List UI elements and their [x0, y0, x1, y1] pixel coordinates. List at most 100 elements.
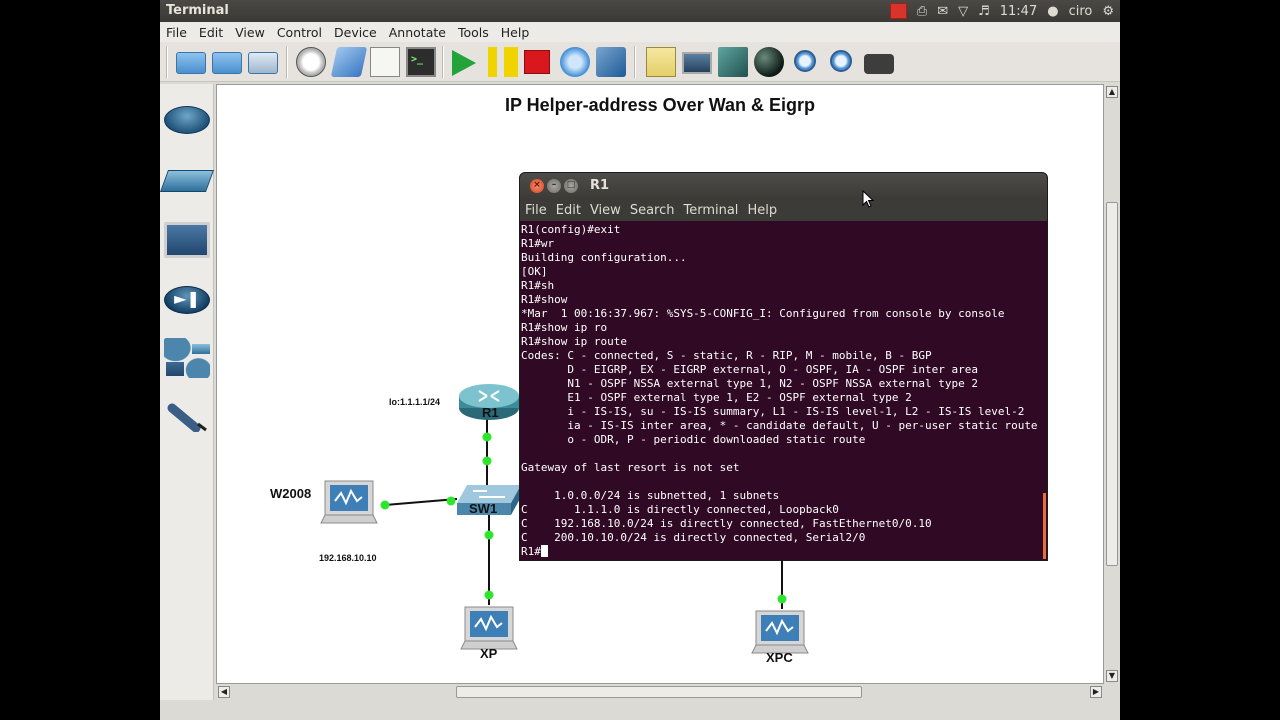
- close-icon[interactable]: ×: [530, 179, 544, 193]
- terminal-menu-edit[interactable]: Edit: [555, 202, 581, 218]
- gear-icon[interactable]: ⚙: [1102, 3, 1114, 19]
- scroll-right-icon[interactable]: ▶: [1090, 686, 1102, 698]
- suspend-all-icon[interactable]: [488, 47, 518, 77]
- terminal-line: Gateway of last resort is not set: [521, 461, 740, 474]
- menu-tools[interactable]: Tools: [457, 24, 489, 40]
- terminal-line: C 200.10.10.0/24 is directly connected, …: [521, 531, 866, 544]
- maximize-icon[interactable]: □: [564, 179, 578, 193]
- link-endpoint-dot: [446, 496, 456, 506]
- console-all-icon[interactable]: >_: [406, 47, 436, 77]
- toolbar-separator: [166, 46, 168, 78]
- add-link-icon[interactable]: [164, 402, 210, 433]
- app-title: Terminal: [166, 3, 229, 18]
- link-w2008-sw1: [384, 498, 458, 506]
- terminal-title: R1: [590, 178, 610, 193]
- volume-icon[interactable]: ♬: [978, 3, 990, 19]
- insert-picture-icon[interactable]: [682, 52, 712, 74]
- toolbar-separator: [634, 46, 636, 78]
- link-endpoint-dot: [484, 530, 494, 540]
- vertical-scrollbar[interactable]: ▲ ▼: [1104, 84, 1120, 684]
- diagram-title[interactable]: IP Helper-address Over Wan & Eigrp: [504, 95, 816, 115]
- zoom-out-icon[interactable]: [830, 50, 852, 72]
- terminal-prompt-line[interactable]: R1#: [521, 545, 1041, 559]
- cable-icon: [167, 403, 207, 433]
- xpc-label: XPC: [766, 650, 793, 665]
- terminal-menu-help[interactable]: Help: [747, 202, 778, 218]
- pc-w2008-icon[interactable]: [319, 479, 381, 533]
- terminal-line: N1 - OSPF NSSA external type 1, N2 - OSP…: [521, 377, 978, 390]
- terminal-menu-search[interactable]: Search: [629, 202, 675, 218]
- terminal-line: Building configuration...: [521, 251, 687, 264]
- draw-rectangle-icon[interactable]: [718, 47, 748, 77]
- terminal-line: Codes: C - connected, S - static, R - RI…: [521, 349, 932, 362]
- terminal-line: C 1.1.1.0 is directly connected, Loopbac…: [521, 503, 839, 516]
- menu-control[interactable]: Control: [276, 24, 322, 40]
- save-project-icon[interactable]: [248, 52, 278, 74]
- security-device-icon[interactable]: ►❚: [164, 286, 210, 314]
- terminal-scroll-indicator[interactable]: [1043, 493, 1046, 559]
- r1-loopback-label: lo:1.1.1.1/24: [389, 397, 441, 407]
- virtualbox-icon[interactable]: [596, 47, 626, 77]
- add-note-icon[interactable]: [646, 47, 676, 77]
- router-device-icon[interactable]: [164, 106, 210, 134]
- menu-file[interactable]: File: [166, 24, 187, 40]
- link-endpoint-dot: [380, 500, 390, 510]
- terminal-line: ia - IS-IS inter area, * - candidate def…: [521, 419, 1038, 432]
- end-device-icon[interactable]: [164, 222, 210, 258]
- top-panel: Terminal ⎙ ✉ ▽ ♬ 11:47 ● ciro ⚙: [160, 0, 1120, 22]
- scroll-down-icon[interactable]: ▼: [1106, 670, 1118, 682]
- new-project-icon[interactable]: [176, 52, 206, 74]
- switch-sw1-icon[interactable]: [455, 483, 523, 517]
- screenshot-icon[interactable]: [864, 54, 894, 74]
- router-r1-icon[interactable]: [457, 381, 523, 423]
- menu-bar: File Edit View Control Device Annotate T…: [160, 22, 1120, 42]
- menu-device[interactable]: Device: [334, 24, 377, 40]
- menu-edit[interactable]: Edit: [198, 24, 224, 40]
- terminal-line: C 192.168.10.0/24 is directly connected,…: [521, 517, 932, 530]
- user-name[interactable]: ciro: [1068, 3, 1093, 19]
- zoom-in-icon[interactable]: [794, 50, 816, 72]
- xp-label: XP: [480, 646, 498, 661]
- terminal-titlebar[interactable]: × – □ R1: [520, 173, 1047, 199]
- terminal-line: i - IS-IS, su - IS-IS summary, L1 - IS-I…: [521, 405, 1025, 418]
- terminal-line: E1 - OSPF external type 1, E2 - OSPF ext…: [521, 391, 912, 404]
- open-project-icon[interactable]: [212, 52, 242, 74]
- draw-ellipse-icon[interactable]: [754, 47, 784, 77]
- printer-icon[interactable]: ⎙: [916, 3, 928, 19]
- show-interface-labels-icon[interactable]: [370, 47, 400, 77]
- terminal-line: [521, 447, 1041, 461]
- pc-xp-icon[interactable]: [459, 605, 521, 659]
- terminal-menu-terminal[interactable]: Terminal: [683, 202, 739, 218]
- menu-help[interactable]: Help: [500, 24, 530, 40]
- menu-view[interactable]: View: [235, 24, 265, 40]
- switch-device-icon[interactable]: [160, 170, 215, 192]
- scroll-up-icon[interactable]: ▲: [1106, 86, 1118, 98]
- record-indicator-icon[interactable]: [889, 3, 907, 19]
- text-cursor: [540, 545, 548, 557]
- scroll-left-icon[interactable]: ◀: [218, 686, 230, 698]
- mail-icon[interactable]: ✉: [937, 3, 949, 19]
- start-all-icon[interactable]: [452, 50, 476, 76]
- horizontal-scroll-thumb[interactable]: [456, 686, 862, 698]
- vertical-scroll-thumb[interactable]: [1106, 202, 1118, 566]
- capture-icon[interactable]: [330, 47, 368, 77]
- terminal-line: R1#wr: [521, 237, 555, 250]
- menu-annotate[interactable]: Annotate: [388, 24, 446, 40]
- snapshot-clock-icon[interactable]: [296, 47, 326, 77]
- device-palette: ►❚: [160, 84, 215, 700]
- toolbar-separator: [442, 46, 444, 78]
- terminal-line: 1.0.0.0/24 is subnetted, 1 subnets: [521, 489, 780, 502]
- minimize-icon[interactable]: –: [547, 179, 561, 193]
- horizontal-scrollbar[interactable]: ◀ ▶: [216, 684, 1104, 700]
- stop-all-icon[interactable]: [524, 50, 550, 74]
- terminal-window-r1[interactable]: × – □ R1 File Edit View Search Terminal …: [519, 172, 1048, 561]
- terminal-menu-view[interactable]: View: [589, 202, 621, 218]
- reload-all-icon[interactable]: [560, 47, 590, 77]
- all-devices-icon[interactable]: [164, 338, 210, 378]
- clock[interactable]: 11:47: [999, 3, 1038, 19]
- terminal-menu-file[interactable]: File: [525, 202, 547, 218]
- terminal-line: R1#show ip route: [521, 335, 627, 348]
- pc-xpc-icon[interactable]: [750, 609, 812, 663]
- wifi-icon[interactable]: ▽: [958, 3, 969, 19]
